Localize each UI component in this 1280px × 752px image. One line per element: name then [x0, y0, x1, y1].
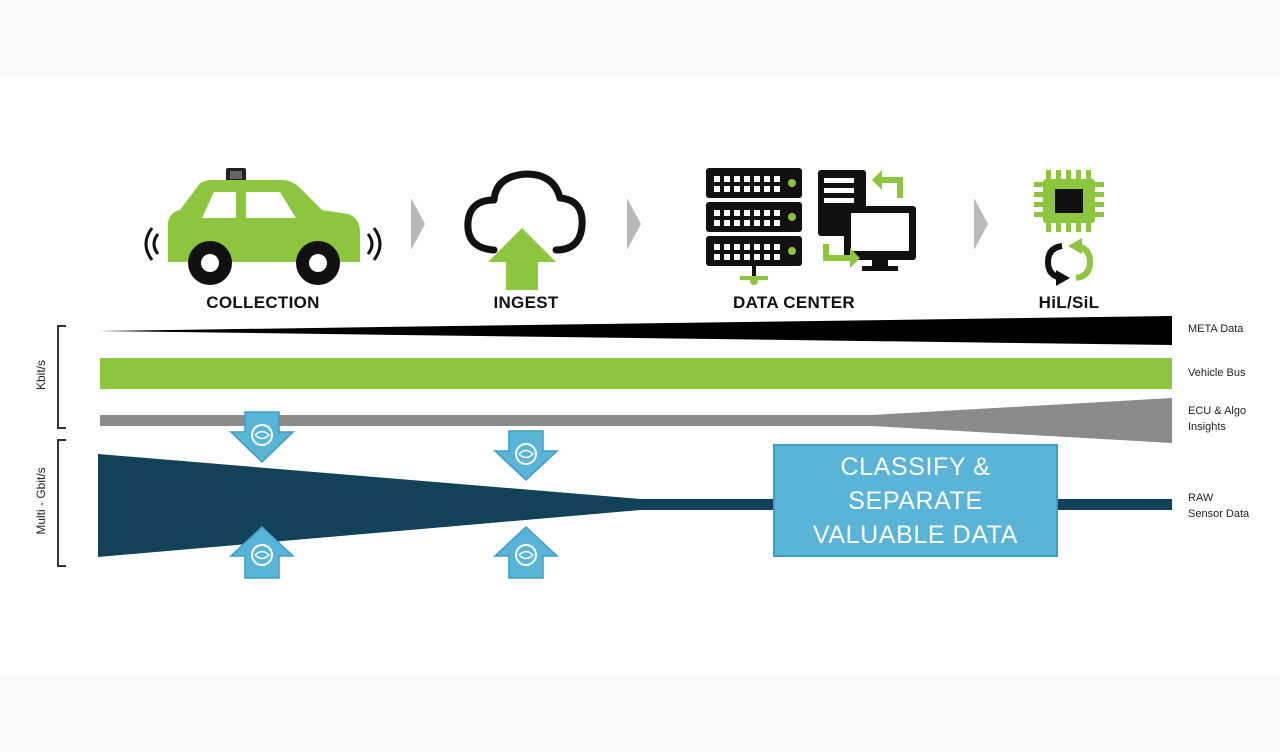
meta-data-band — [98, 316, 1172, 345]
up-arrow-icon — [493, 525, 559, 579]
cloud-upload-icon — [464, 170, 586, 290]
row-label-ecu-line2: Insights — [1188, 421, 1226, 433]
raw-sensor-band — [98, 454, 1172, 557]
axis-label-gbit: Multi - Gbit/s — [34, 467, 48, 535]
row-label-ecu-line1: ECU & Algo — [1188, 405, 1247, 417]
up-arrow-icon — [229, 525, 295, 579]
down-arrow-icon — [493, 430, 559, 482]
gbit-bracket — [57, 439, 66, 567]
server-rack-icon — [706, 168, 802, 285]
stage-label-ingest: INGEST — [493, 293, 559, 312]
chevron-right-icon — [627, 198, 641, 250]
axis-label-kbit: Kbit/s — [34, 360, 48, 391]
stage-label-data-center: DATA CENTER — [733, 293, 855, 312]
ecu-insights-band — [100, 398, 1172, 443]
kbit-bracket — [57, 325, 66, 429]
down-arrow-icon — [229, 411, 295, 464]
top-band — [0, 0, 1280, 76]
row-label-raw: RAW Sensor Data — [1188, 490, 1249, 522]
chevron-right-icon — [411, 198, 425, 250]
stage-label-hil-sil: HiL/SiL — [1038, 293, 1100, 312]
vehicle-bus-band — [100, 358, 1172, 389]
row-label-meta: META Data — [1188, 323, 1244, 335]
row-label-vehicle-bus: Vehicle Bus — [1188, 367, 1246, 379]
row-label-raw-line1: RAW — [1188, 492, 1214, 504]
classify-line1: CLASSIFY & — [840, 452, 991, 481]
row-label-raw-line2: Sensor Data — [1188, 508, 1250, 520]
chevron-right-icon — [974, 198, 988, 250]
car-icon — [144, 168, 382, 285]
classify-line3: VALUABLE DATA — [812, 520, 1019, 549]
stage-label-collection: COLLECTION — [206, 293, 320, 312]
chip-icon — [1034, 170, 1104, 232]
classify-line2: SEPARATE — [848, 486, 983, 515]
sync-arrows-icon — [1044, 238, 1094, 286]
row-label-ecu: ECU & Algo Insights — [1188, 403, 1246, 435]
monitor-sync-icon — [818, 170, 916, 271]
bottom-band — [0, 676, 1280, 752]
classify-box: CLASSIFY & SEPARATE VALUABLE DATA — [773, 444, 1058, 557]
